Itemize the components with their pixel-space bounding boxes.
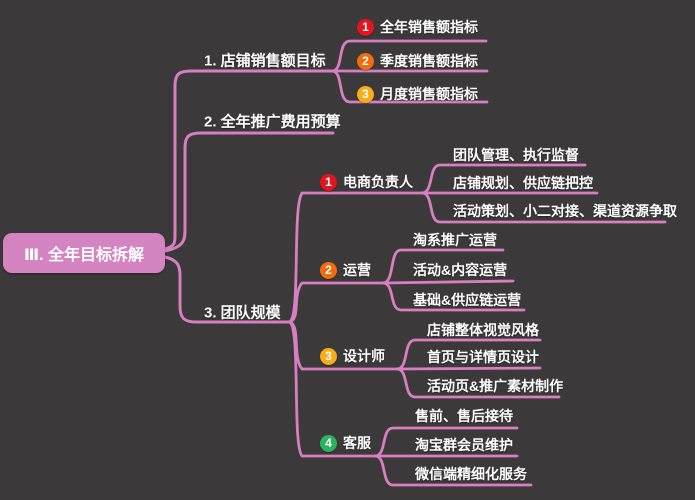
subtopic-3-4-label: 客服 [343, 435, 371, 451]
leaf-3-1-3[interactable]: 活动策划、小二对接、渠道资源争取 [453, 203, 677, 219]
number-badge-1-icon: 1 [357, 18, 374, 36]
leaf-3-4-1[interactable]: 售前、售后接待 [415, 408, 513, 424]
leaf-3-3-1[interactable]: 店铺整体视觉风格 [427, 322, 539, 338]
leaf-3-3-2[interactable]: 首页与详情页设计 [427, 349, 539, 365]
subline-3-2 [287, 281, 385, 324]
subline-3-1 [287, 191, 424, 324]
subline-3-4 [287, 320, 377, 458]
subtopic-1-1-label: 全年销售额指标 [380, 19, 478, 35]
subtopic-1-2[interactable]: 2 季度销售额指标 [357, 51, 478, 71]
number-badge-4-icon: 4 [320, 434, 337, 452]
leaf-3-4-2[interactable]: 淘宝群会员维护 [415, 437, 513, 453]
subtopic-3-4[interactable]: 4 客服 [320, 433, 371, 453]
leaf-3-1-2[interactable]: 店铺规划、供应链把控 [453, 175, 593, 191]
subtopic-3-1[interactable]: 1 电商负责人 [320, 172, 413, 192]
leafline-3-3-2 [395, 366, 542, 371]
central-topic[interactable]: Ⅲ. 全年目标拆解 [3, 233, 165, 273]
subline-1-3 [330, 69, 489, 104]
subtopic-1-3[interactable]: 3 月度销售额指标 [357, 84, 478, 104]
leafline-3-2-2 [381, 279, 515, 285]
leaf-3-2-3[interactable]: 基础&供应链运营 [413, 292, 522, 308]
branch-line-2 [163, 131, 335, 253]
subtopic-3-2[interactable]: 2 运营 [320, 260, 371, 280]
main-topic-1[interactable]: 1. 店铺销售额目标 [204, 52, 326, 70]
leaf-3-3-3[interactable]: 活动页&推广素材制作 [427, 378, 564, 394]
subtopic-1-3-label: 月度销售额指标 [380, 86, 478, 102]
number-badge-2-icon: 2 [320, 261, 337, 279]
number-badge-1-icon: 1 [320, 173, 337, 191]
subtopic-3-2-label: 运营 [343, 262, 371, 278]
leaf-3-2-2[interactable]: 活动&内容运营 [413, 262, 508, 278]
leafline-3-2-3 [381, 281, 526, 312]
leaf-3-2-1[interactable]: 淘系推广运营 [413, 232, 497, 248]
leafline-3-4-3 [373, 454, 533, 487]
leafline-3-3-3 [395, 367, 561, 399]
subtopic-1-1[interactable]: 1 全年销售额指标 [357, 17, 478, 37]
subtopic-1-2-label: 季度销售额指标 [380, 53, 478, 69]
branch-line-3 [163, 255, 291, 324]
main-topic-2[interactable]: 2. 全年推广费用预算 [204, 113, 341, 131]
subtopic-3-3[interactable]: 3 设计师 [320, 346, 385, 366]
branch-line-1 [163, 69, 334, 251]
number-badge-2-icon: 2 [357, 52, 374, 70]
main-topic-3[interactable]: 3. 团队规模 [204, 304, 281, 322]
leafline-3-1-3 [420, 191, 667, 224]
number-badge-3-icon: 3 [320, 347, 337, 365]
subtopic-3-1-label: 电商负责人 [343, 174, 413, 190]
number-badge-3-icon: 3 [357, 85, 374, 103]
leaf-3-1-1[interactable]: 团队管理、执行监督 [453, 147, 579, 163]
leaf-3-4-3[interactable]: 微信端精细化服务 [415, 466, 527, 482]
subtopic-3-3-label: 设计师 [343, 348, 385, 364]
